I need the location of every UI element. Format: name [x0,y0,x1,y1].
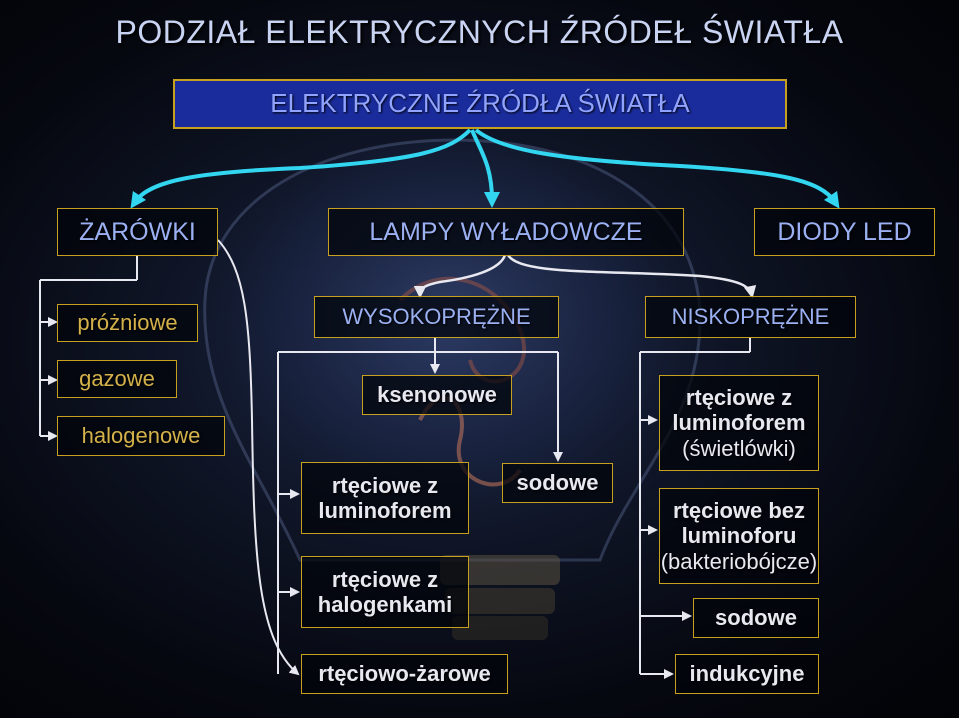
zarowki-item-halogenowe: halogenowe [57,416,225,456]
lamp-line: (świetlówki) [682,435,796,461]
category-zarowki-label: ŻARÓWKI [79,217,196,246]
lamp-indukcyjne-label: indukcyjne [689,661,805,687]
category-lampy: LAMPY WYŁADOWCZE [328,208,684,256]
lamp-line: rtęciowe z [685,385,793,411]
lamp-line: rtęciowe bez [672,498,806,524]
lamp-sodowe-label: sodowe [516,470,599,496]
group-wysokoprezne: WYSOKOPRĘŻNE [314,296,559,338]
category-diody: DIODY LED [754,208,935,256]
root-node: ELEKTRYCZNE ŹRÓDŁA ŚWIATŁA [173,79,787,129]
zarowki-item-label: halogenowe [81,423,201,449]
lamp-line: luminoforu [681,523,797,549]
lamp-bakteriobojcze: rtęciowe bez luminoforu (bakteriobójcze) [659,488,819,584]
zarowki-item-prozniowe: próżniowe [57,304,198,342]
group-niskoprezne: NISKOPRĘŻNE [645,296,856,338]
lamp-line: (bakteriobójcze) [660,548,818,574]
zarowki-item-label: próżniowe [77,310,178,336]
lamp-rteciowo-zarowe: rtęciowo-żarowe [301,654,508,694]
lamp-sodowe-wysokoprezne: sodowe [502,463,613,503]
lamp-rteciowe-z-luminoforem: rtęciowe z luminoforem [301,462,469,534]
lamp-ksenonowe-label: ksenonowe [377,382,497,408]
category-lampy-label: LAMPY WYŁADOWCZE [369,217,643,246]
lamp-line: halogenkami [317,592,453,617]
zarowki-item-label: gazowe [79,366,155,392]
lamp-ksenonowe: ksenonowe [362,375,512,415]
lamp-swietlowki: rtęciowe z luminoforem (świetlówki) [659,375,819,471]
zarowki-item-gazowe: gazowe [57,360,177,398]
group-wysokoprezne-label: WYSOKOPRĘŻNE [342,304,531,330]
group-niskoprezne-label: NISKOPRĘŻNE [671,304,830,330]
lamp-sodowe-niskoprezne: sodowe [693,598,819,638]
lamp-line: rtęciowe z [331,566,439,592]
lamp-indukcyjne: indukcyjne [675,654,819,694]
lamp-line: rtęciowe z [331,472,439,498]
lamp-line: luminoforem [318,498,452,523]
lamp-line: luminoforem [672,410,806,436]
category-diody-label: DIODY LED [777,217,912,246]
page-title: PODZIAŁ ELEKTRYCZNYCH ŹRÓDEŁ ŚWIATŁA [115,14,844,50]
category-zarowki: ŻARÓWKI [57,208,218,256]
root-label: ELEKTRYCZNE ŹRÓDŁA ŚWIATŁA [270,88,690,119]
lamp-rteciowe-z-halogenkami: rtęciowe z halogenkami [301,556,469,628]
lamp-rteciowo-zarowe-label: rtęciowo-żarowe [318,661,491,687]
lamp-sodowe-label: sodowe [715,605,797,631]
